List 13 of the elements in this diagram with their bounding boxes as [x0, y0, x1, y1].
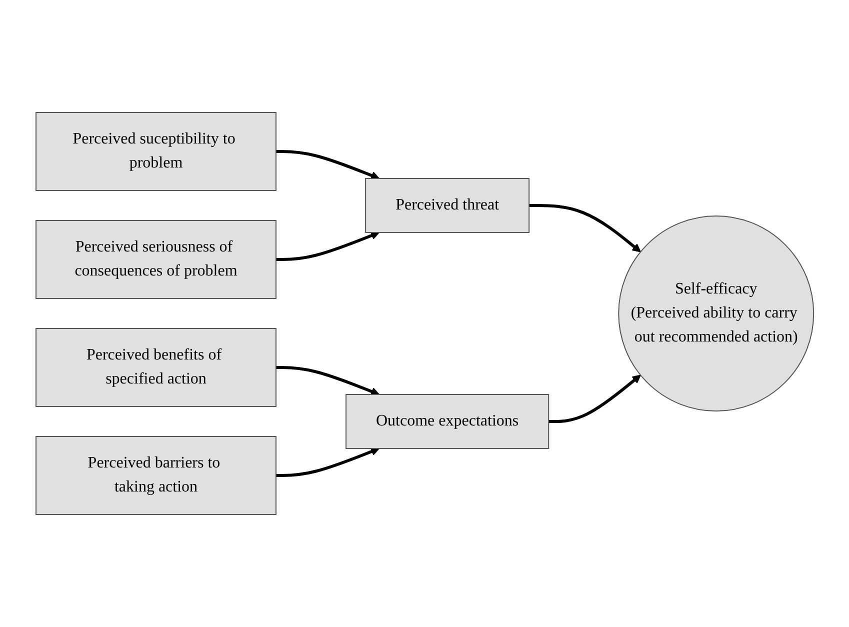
node-box: Perceived barriers to taking action	[35, 436, 276, 515]
arrow	[548, 374, 641, 423]
node-box: Perceived seriousness of consequences of problem	[35, 220, 276, 299]
arrow	[276, 366, 380, 396]
node-box: Perceived threat	[364, 178, 530, 233]
node-box: Perceived benefits of specified action	[35, 328, 276, 407]
node-box: Outcome expectations	[345, 394, 549, 449]
arrow	[276, 447, 380, 477]
node-box: Perceived suceptibility to problem	[35, 112, 276, 191]
arrow	[276, 231, 380, 261]
arrow	[276, 150, 380, 180]
arrow	[528, 204, 641, 252]
node-circle: Self-efficacy (Perceived ability to carry out recommended action)	[618, 216, 814, 412]
